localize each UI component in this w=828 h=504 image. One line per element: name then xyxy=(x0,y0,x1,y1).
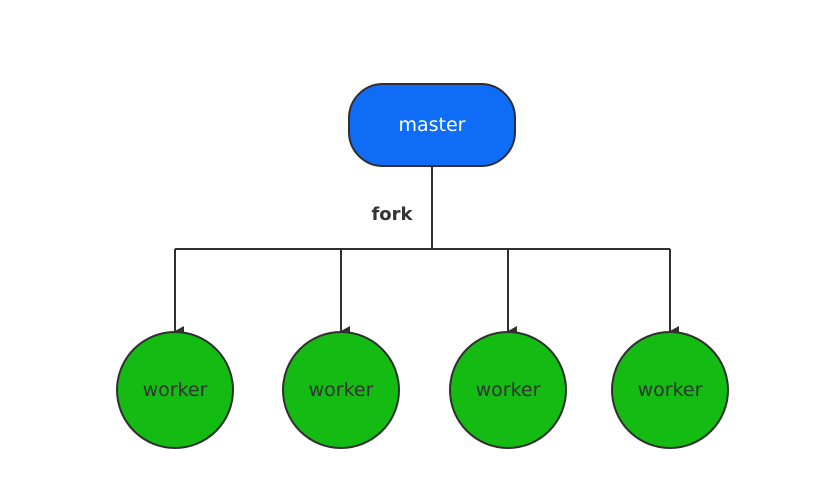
worker-node-4-label: worker xyxy=(638,379,703,401)
worker-node-2-label: worker xyxy=(309,379,374,401)
worker-node-1-label: worker xyxy=(143,379,208,401)
worker-node-2: worker xyxy=(282,331,400,449)
worker-node-3-shape xyxy=(449,331,567,449)
worker-node-4: worker xyxy=(611,331,729,449)
worker-node-3-label: worker xyxy=(476,379,541,401)
worker-node-1: worker xyxy=(116,331,234,449)
worker-node-4-shape xyxy=(611,331,729,449)
worker-node-3: worker xyxy=(449,331,567,449)
master-node-label: master xyxy=(398,114,465,136)
worker-node-2-shape xyxy=(282,331,400,449)
master-node: master xyxy=(348,83,516,167)
worker-node-1-shape xyxy=(116,331,234,449)
fork-label: fork xyxy=(371,204,413,225)
